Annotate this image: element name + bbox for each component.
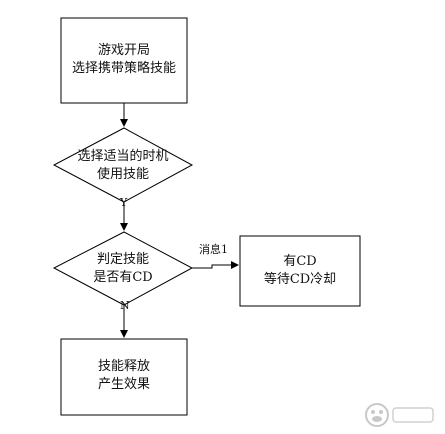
no-label: N xyxy=(120,299,130,312)
wait-cd-box xyxy=(239,235,361,307)
cd-check-decision-text: 判定技能 是否有CD xyxy=(54,251,192,287)
edge-cd-check-to-wait xyxy=(192,261,239,269)
wait-line-1: 有CD xyxy=(283,254,317,269)
wait-cd-box-text: 有CD 等待CD冷却 xyxy=(240,253,360,289)
release-line-1: 技能释放 xyxy=(97,359,150,374)
start-line-1: 游戏开局 xyxy=(97,43,150,58)
release-box xyxy=(60,338,188,416)
start-box xyxy=(60,17,188,104)
start-box-text: 游戏开局 选择携带策略技能 xyxy=(61,42,187,78)
release-line-2: 产生效果 xyxy=(97,377,150,392)
wait-line-2: 等待CD冷却 xyxy=(263,272,337,287)
message-label: 消息1 xyxy=(199,243,228,256)
yes-label: Y xyxy=(120,196,128,209)
baidu-watermark-logo xyxy=(365,403,434,427)
start-line-2: 选择携带策略技能 xyxy=(71,61,176,76)
cd-check-line-1: 判定技能 xyxy=(96,252,149,267)
release-box-text: 技能释放 产生效果 xyxy=(61,358,187,394)
cd-check-line-2: 是否有CD xyxy=(93,270,153,285)
timing-decision-text: 选择适当的时机 使用技能 xyxy=(54,148,192,184)
timing-line-1: 选择适当的时机 xyxy=(77,149,169,164)
timing-line-2: 使用技能 xyxy=(96,167,149,182)
